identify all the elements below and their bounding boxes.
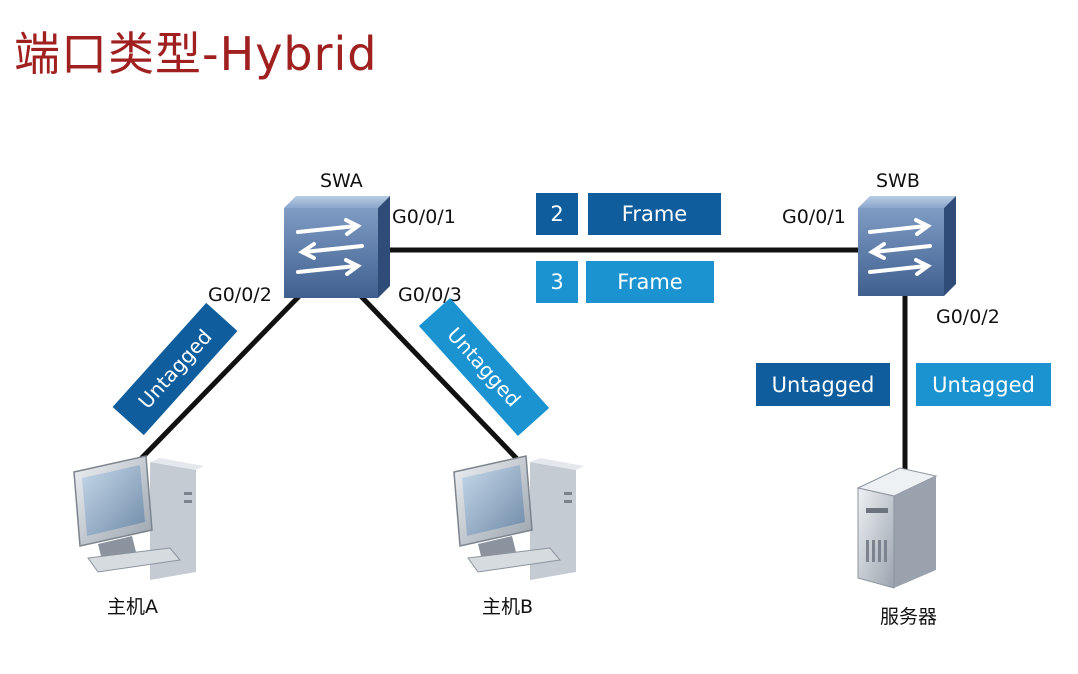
vlan-tag-2: 2 (536, 193, 578, 235)
switch-icon (858, 196, 956, 296)
device-label-server: 服务器 (880, 606, 938, 628)
switch-name-swb: SWB (876, 170, 920, 192)
link-swa-host-a (128, 283, 312, 472)
port-label-swb-g2: G0/0/2 (936, 306, 1000, 328)
device-label-host-a: 主机A (107, 596, 158, 618)
frame-box-top: Frame (588, 193, 721, 235)
frame-box-bottom: Frame (586, 261, 714, 303)
pc-icon (73, 455, 204, 580)
server-icon (856, 467, 938, 589)
links (128, 247, 908, 472)
vlan-tag-3: 3 (536, 261, 578, 303)
untagged-label-server-right: Untagged (916, 363, 1051, 406)
untagged-label-server-left: Untagged (756, 363, 890, 406)
device-label-host-b: 主机B (482, 596, 534, 618)
switch-name-swa: SWA (320, 170, 363, 192)
pc-icon (453, 455, 584, 580)
link-swa-host-b (353, 288, 522, 464)
port-label-swa-g2: G0/0/2 (208, 284, 272, 306)
page-title: 端口类型-Hybrid (14, 27, 378, 81)
port-label-swa-g1: G0/0/1 (392, 206, 456, 228)
switch-icon (284, 196, 390, 298)
port-label-swb-g1: G0/0/1 (782, 206, 846, 228)
